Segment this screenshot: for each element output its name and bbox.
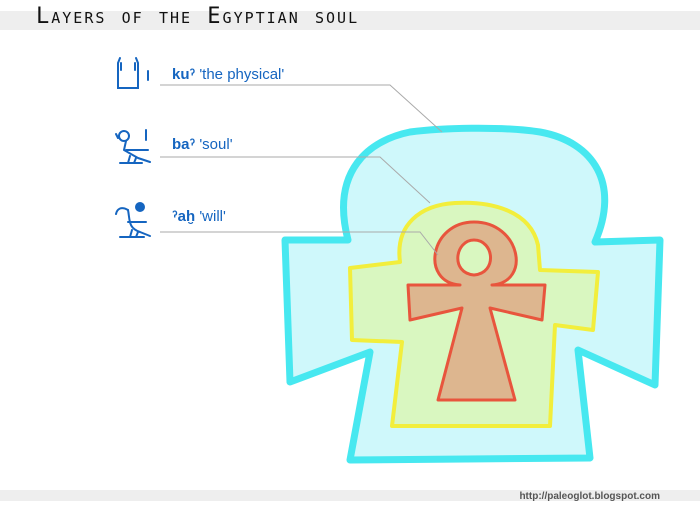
layer-term: kuˀ (172, 66, 196, 83)
leader-line-akh (160, 231, 439, 256)
title-band (0, 11, 700, 30)
layer-gloss: 'will' (199, 208, 226, 225)
akh-ibis-hieroglyph-icon (115, 202, 151, 238)
footer-band (0, 490, 700, 501)
ka-arms-hieroglyph-icon (117, 57, 149, 89)
layer-gloss: 'the physical' (199, 66, 285, 83)
layer-term: ˀaḫ (172, 208, 196, 225)
layer-gloss: 'soul' (199, 136, 233, 153)
page-title: Layers of the Egyptian soul (36, 4, 360, 29)
ankh-core (406, 220, 547, 402)
footer-url: http://paleoglot.blogspot.com (519, 491, 660, 502)
leader-line-ba (160, 156, 431, 204)
layer-label-ba: baˀ 'soul' (172, 136, 233, 153)
ba-bird-hieroglyph-icon (115, 129, 151, 164)
leader-line-ka (160, 84, 443, 133)
layer-label-ka: kuˀ 'the physical' (172, 66, 284, 83)
layer-label-akh: ˀaḫ 'will' (172, 208, 226, 225)
layer-term: baˀ (172, 136, 196, 153)
